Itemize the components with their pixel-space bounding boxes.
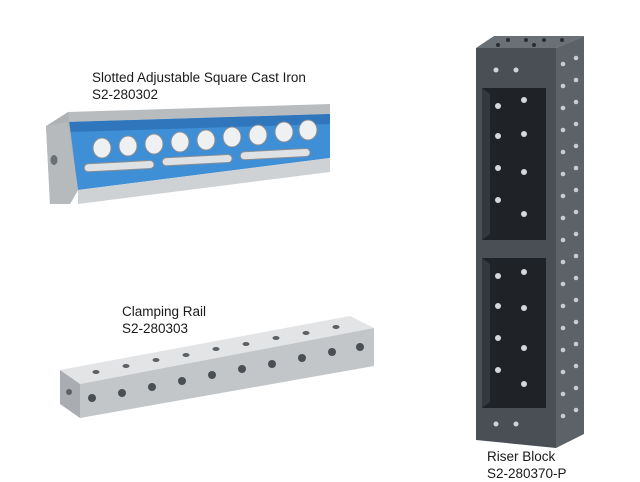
through-hole (144, 133, 164, 155)
product-name: Clamping Rail (122, 304, 207, 319)
mounting-hole (268, 360, 276, 368)
mounting-hole (118, 389, 126, 397)
product-code: S2-280302 (92, 87, 159, 102)
front-wall (78, 158, 330, 204)
mounting-hole (88, 394, 96, 402)
product-caption-clamping-rail: Clamping Rail S2-280303 (122, 303, 206, 337)
through-hole (118, 135, 138, 157)
through-hole (248, 124, 268, 146)
product-caption-slotted: Slotted Adjustable Square Cast Iron S2-2… (92, 69, 306, 103)
through-hole (92, 137, 112, 159)
product-name: Slotted Adjustable Square Cast Iron (92, 70, 306, 85)
product-code: S2-280303 (122, 321, 189, 336)
through-hole (222, 126, 242, 148)
through-hole (170, 131, 190, 153)
through-hole (274, 121, 294, 143)
product-name: Riser Block (487, 449, 556, 464)
back-wall (68, 104, 330, 122)
mounting-hole (208, 371, 216, 379)
mounting-hole (298, 354, 306, 362)
product-caption-riser-block: Riser Block S2-280370-P (487, 448, 567, 482)
slot (161, 154, 233, 167)
slot (83, 160, 155, 173)
mounting-hole (148, 383, 156, 391)
slotted-square-image (46, 104, 330, 204)
mounting-hole (328, 348, 336, 356)
slot (239, 148, 311, 161)
riser-block-image (476, 36, 584, 448)
front-face (80, 328, 374, 418)
lower-window (482, 258, 546, 408)
mounting-hole (356, 343, 364, 351)
side-holes (560, 55, 579, 419)
clamping-rail-image (60, 316, 374, 418)
side-face (556, 36, 584, 448)
product-code: S2-280370-P (487, 466, 567, 481)
top-face (476, 36, 584, 48)
mounting-hole (178, 377, 186, 385)
mounting-hole (238, 365, 246, 373)
through-hole (196, 129, 216, 151)
through-hole (298, 119, 318, 141)
upper-window (482, 88, 546, 240)
